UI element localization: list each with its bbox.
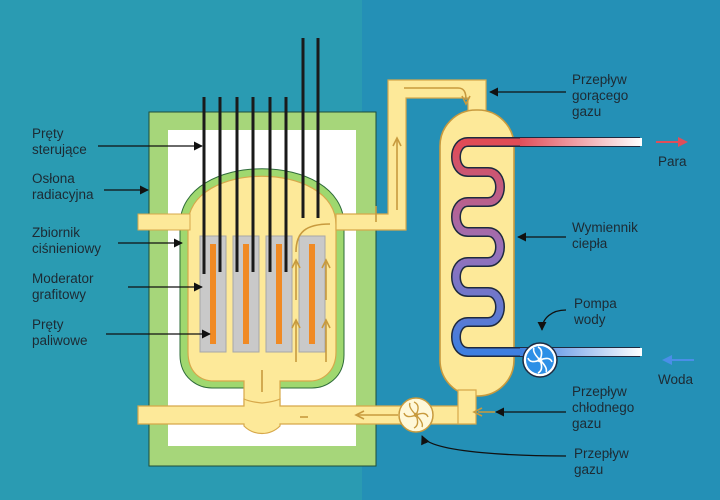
leader-water-pump	[537, 309, 567, 331]
fuel-rods	[210, 244, 315, 344]
steam-arrow-head	[678, 137, 688, 147]
heat-exchanger-cool-outlet	[457, 389, 477, 425]
heat-exchanger-coil-fill	[452, 138, 640, 356]
gas-circulator	[398, 397, 434, 433]
water-pipe-fade	[520, 348, 642, 356]
control-rods	[202, 38, 320, 274]
label-pressure-vessel: Zbiornik ciśnieniowy	[32, 225, 102, 256]
label-control-rods: Pręty sterujące	[32, 126, 87, 157]
leader-gas-flow	[421, 435, 567, 457]
gas-inlet-left	[137, 213, 191, 231]
label-fuel-rods: Pręty paliwowe	[32, 317, 88, 348]
water-arrow-head	[662, 355, 672, 365]
label-graphite-moderator: Moderator grafitowy	[32, 271, 94, 302]
gas-flow-arrows	[261, 87, 495, 420]
label-cool-gas-flow: Przepływ chłodnego gazu	[572, 384, 635, 431]
label-hot-gas-flow: Przepływ gorącego gazu	[572, 72, 629, 119]
label-gas-flow: Przepływ gazu	[574, 446, 629, 477]
label-heat-exchanger: Wymiennik ciepła	[572, 220, 638, 251]
label-water: Woda	[658, 372, 694, 387]
label-steam: Para	[658, 154, 687, 169]
water-pump	[522, 342, 558, 378]
label-radiation-shield: Osłona radiacyjna	[32, 171, 94, 202]
steam-pipe-fade	[520, 138, 642, 146]
label-water-pump: Pompa wody	[574, 296, 617, 327]
